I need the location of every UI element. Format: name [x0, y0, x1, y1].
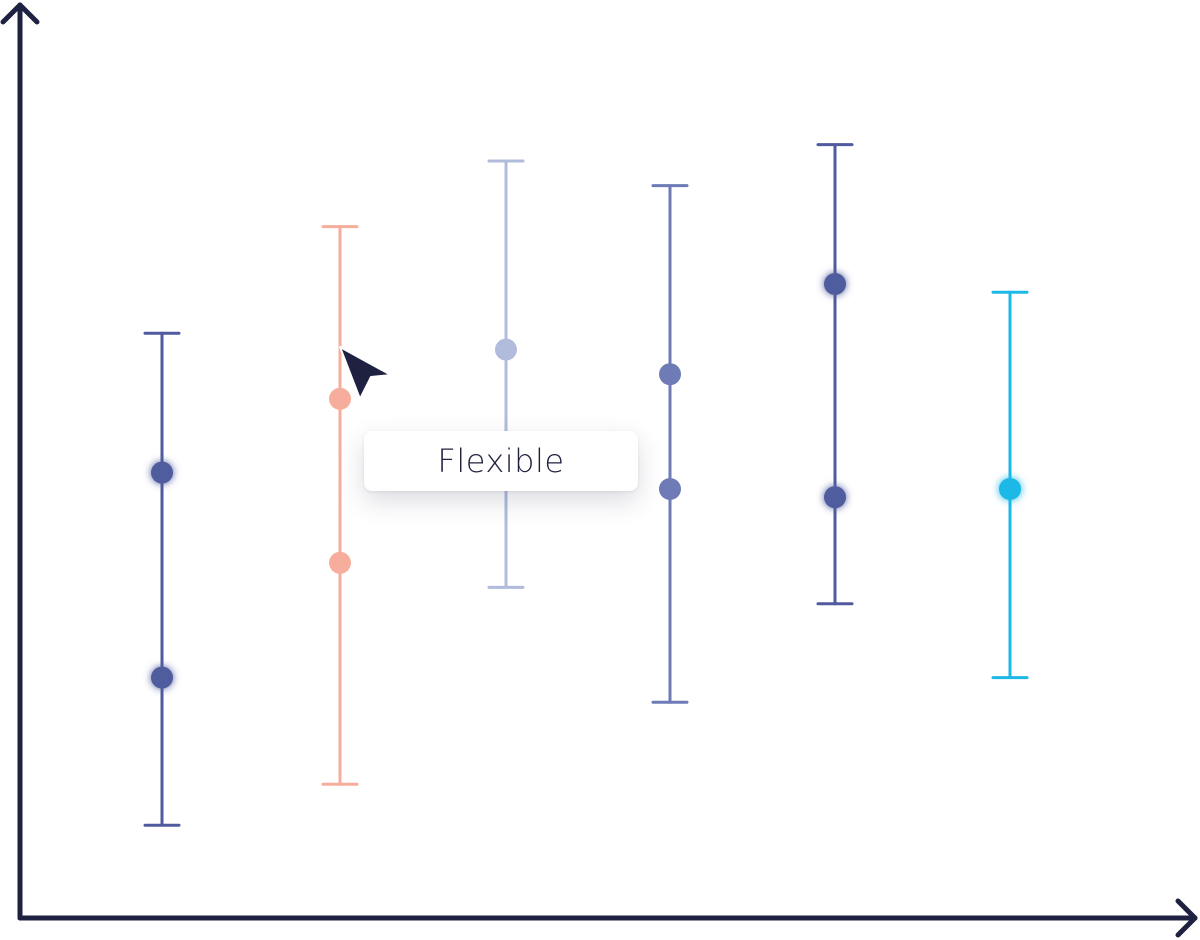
data-point[interactable] — [659, 478, 681, 500]
error-bar-group-6 — [991, 290, 1029, 680]
data-point[interactable] — [659, 363, 681, 386]
error-bar-group-1 — [143, 331, 181, 827]
data-point[interactable] — [999, 478, 1021, 500]
data-point[interactable] — [329, 387, 351, 410]
error-bar-group-2 — [321, 225, 359, 786]
data-point[interactable] — [329, 551, 351, 574]
data-point[interactable] — [151, 461, 173, 484]
cursor-shape — [339, 346, 392, 400]
series-layer — [143, 143, 1029, 827]
data-point[interactable] — [824, 486, 846, 509]
error-bar-group-4 — [651, 184, 689, 704]
data-point[interactable] — [824, 273, 846, 295]
data-point[interactable] — [151, 666, 173, 689]
error-bar-group-3 — [487, 159, 525, 589]
arrow-cursor-icon — [339, 346, 392, 400]
tooltip-label: Flexible — [437, 442, 565, 480]
error-bar-group-5 — [816, 143, 854, 606]
tooltip: Flexible — [364, 431, 638, 491]
y-axis-arrowhead — [0, 2, 40, 25]
x-axis-arrowhead — [1175, 898, 1198, 938]
data-point[interactable] — [495, 338, 517, 361]
